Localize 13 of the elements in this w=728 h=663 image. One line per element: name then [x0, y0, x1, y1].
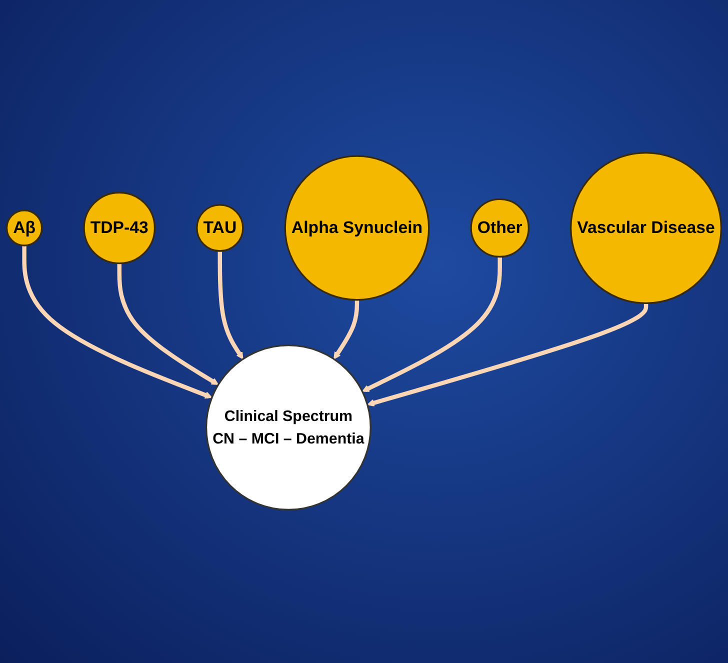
arrow — [334, 300, 360, 360]
node-circle: Aβ — [6, 210, 43, 247]
arrow — [22, 246, 212, 399]
node-circle: TDP-43 — [83, 192, 156, 264]
arrow — [218, 251, 244, 360]
arrow — [362, 257, 502, 392]
node-circle: Vascular Disease — [570, 152, 722, 304]
node-circle: Clinical Spectrum CN – MCI – Dementia — [205, 344, 372, 511]
node-circle: Alpha Synuclein — [284, 155, 430, 301]
node-circle: Other — [470, 198, 530, 258]
arrow — [367, 303, 648, 407]
arrow — [117, 264, 219, 386]
node-circle: TAU — [196, 204, 244, 252]
